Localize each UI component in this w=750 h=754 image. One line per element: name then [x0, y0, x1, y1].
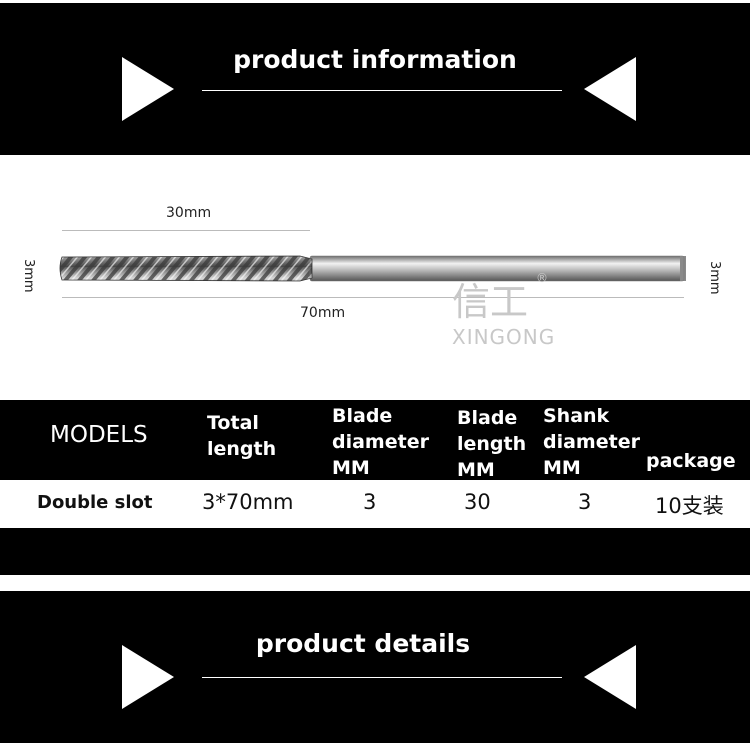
divider-bar — [0, 528, 750, 575]
right-diameter-label: 3mm — [707, 261, 722, 295]
left-arrow-icon — [584, 57, 636, 121]
title-underline — [202, 90, 562, 91]
blade-length-label: 30mm — [166, 205, 212, 221]
cell-model: Double slot — [37, 492, 153, 513]
left-arrow-icon — [584, 645, 636, 709]
right-arrow-icon — [122, 57, 174, 121]
spec-table-header: MODELS Total length Blade diameter MM Bl… — [0, 400, 750, 481]
header-package: package — [646, 450, 736, 472]
watermark-chinese: 信工 — [452, 280, 529, 324]
header-total-length: Total length — [207, 412, 277, 460]
header-blade-diameter: Blade diameter MM — [332, 405, 429, 479]
header-shank-diameter: Shank diameter MM — [543, 405, 640, 479]
cell-blade-length: 30 — [464, 490, 491, 514]
banner-title: product information — [233, 45, 517, 74]
bottom-banner: product details — [0, 591, 750, 743]
cell-blade-diameter: 3 — [363, 490, 377, 514]
header-models: MODELS — [50, 422, 148, 448]
table-row: Double slot 3*70mm 3 30 3 10支装 — [0, 480, 750, 527]
watermark-latin: XINGONG — [452, 325, 556, 349]
cell-package: 10支装 — [655, 494, 724, 518]
total-length-line — [62, 297, 684, 298]
cell-total-length: 3*70mm — [202, 490, 294, 514]
total-length-label: 70mm — [300, 305, 346, 321]
cell-shank-diameter: 3 — [578, 490, 592, 514]
header-blade-length: Blade length MM — [457, 407, 527, 481]
title-underline — [202, 677, 562, 678]
top-banner: product information — [0, 3, 750, 155]
banner-title: product details — [255, 629, 471, 658]
left-diameter-label: 3mm — [21, 259, 36, 293]
product-drawing: 30mm 70mm — [0, 155, 750, 398]
carbide-burr-image — [59, 255, 686, 282]
right-arrow-icon — [122, 645, 174, 709]
blade-length-line — [62, 230, 310, 231]
watermark-registered: ® — [536, 271, 548, 285]
